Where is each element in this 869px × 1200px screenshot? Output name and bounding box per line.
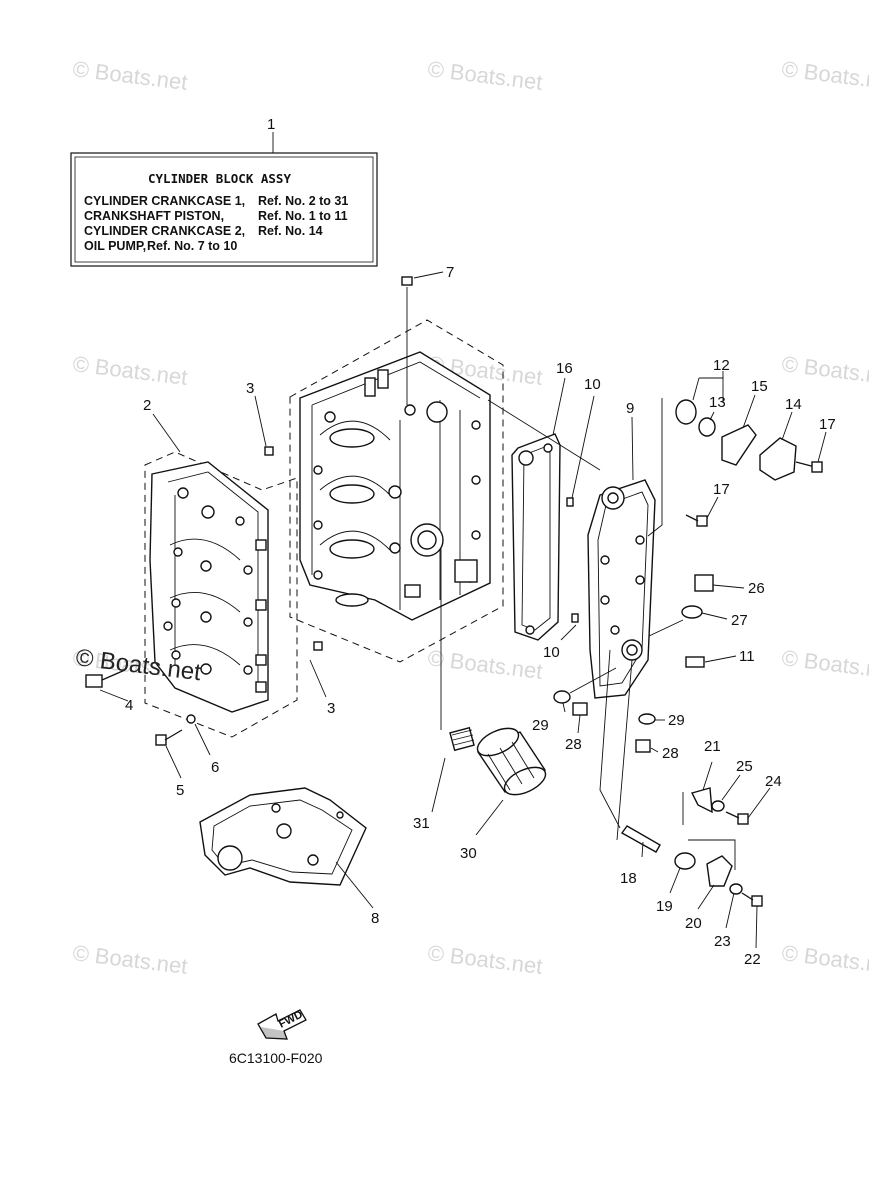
legend-row-name: OIL PUMP, [84,239,146,253]
legend-row-ref: Ref. No. 2 to 31 [258,194,348,208]
callout-19: 19 [656,898,673,915]
callout-27: 27 [731,612,748,629]
callout-4: 4 [125,697,133,714]
leader-lines [99,271,827,949]
oil-filter-union [449,726,475,752]
callout-12: 12 [713,357,730,374]
callout-18: 18 [620,870,637,887]
callout-17: 17 [713,481,730,498]
callout-30: 30 [460,845,477,862]
watermark: © Boats.net [780,645,869,684]
diagram-code: 6C13100-F020 [229,1050,323,1066]
callout-3: 3 [246,380,254,397]
callout-10: 10 [543,644,560,661]
callout-13: 13 [709,394,726,411]
callout-29: 29 [668,712,685,729]
callout-14: 14 [785,396,802,413]
callout-22: 22 [744,951,761,968]
callout-9: 9 [626,400,634,417]
legend-row-ref: Ref. No. 7 to 10 [147,239,237,253]
watermark: © Boats.net [71,940,188,979]
legend-row-name: CYLINDER CRANKCASE 2, [84,224,245,238]
watermark: © Boats.net [71,56,188,95]
small-parts [85,276,823,907]
base-gasket [199,787,367,886]
legend-row-name: CYLINDER CRANKCASE 1, [84,194,245,208]
callout-23: 23 [714,933,731,950]
watermark: © Boats.net [780,351,869,390]
exhaust-cover [587,479,656,699]
exhaust-gasket [511,433,561,641]
assembly-legend: 1 CYLINDER BLOCK ASSY CYLINDER CRANKCASE… [70,116,378,267]
callout-8: 8 [371,910,379,927]
assembly-outlines [144,319,504,738]
callout-28: 28 [565,736,582,753]
callout-29: 29 [532,717,549,734]
cylinder-block [299,351,491,621]
callout-5: 5 [176,782,184,799]
callout-16: 16 [556,360,573,377]
callout-25: 25 [736,758,753,775]
callout-6: 6 [211,759,219,776]
watermark: © Boats.net [780,940,869,979]
watermark: © Boats.net [780,56,869,95]
callout-2: 2 [143,397,151,414]
callout-15: 15 [751,378,768,395]
callout-26: 26 [748,580,765,597]
callout-31: 31 [413,815,430,832]
watermark: © Boats.net [426,56,543,95]
callout-28: 28 [662,745,679,762]
oil-filter [476,727,547,796]
watermark: © Boats.net [426,645,543,684]
forward-arrow-icon: FWD [257,1009,307,1040]
legend-row-ref: Ref. No. 1 to 11 [258,209,348,223]
callout-24: 24 [765,773,782,790]
legend-row-ref: Ref. No. 14 [258,224,323,238]
callout-17: 17 [819,416,836,433]
callout-10: 10 [584,376,601,393]
callout-1: 1 [267,116,275,133]
callouts: 2 3 3 4 5 6 7 8 9 10 10 11 12 13 14 15 1… [125,264,836,968]
callout-7: 7 [446,264,454,281]
callout-3: 3 [327,700,335,717]
watermark: © Boats.net [426,940,543,979]
crankcase-cover [149,461,269,713]
callout-11: 11 [739,648,755,665]
legend-row-name: CRANKSHAFT PISTON, [84,209,224,223]
watermark: © Boats.net [71,351,188,390]
legend-title: CYLINDER BLOCK ASSY [148,171,291,186]
callout-21: 21 [704,738,721,755]
callout-20: 20 [685,915,702,932]
